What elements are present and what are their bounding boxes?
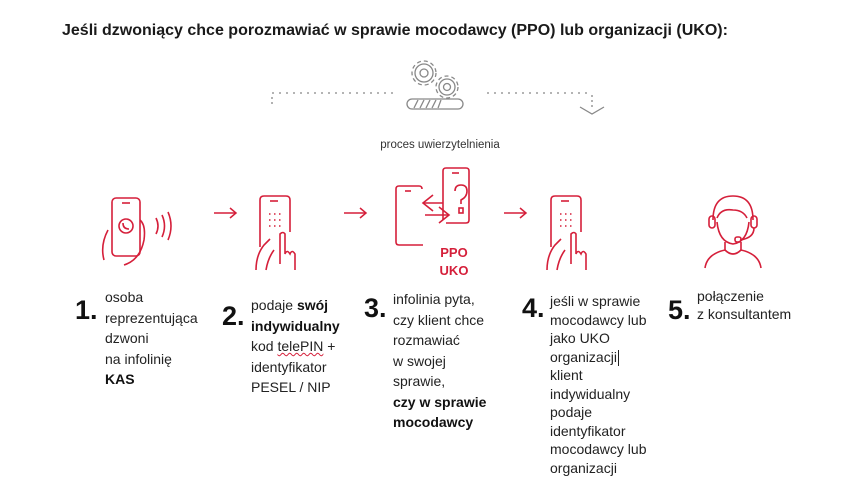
step-2-number: 2.: [222, 301, 245, 331]
process-label: proces uwierzytelnienia: [380, 139, 500, 151]
consultant-headset-icon: [704, 195, 762, 269]
phone-keypad-icon: [546, 195, 587, 271]
arrow-right-icon: [504, 207, 528, 219]
step-1-number: 1.: [75, 295, 98, 325]
ppo-label: PPO: [440, 245, 468, 260]
page-title: Jeśli dzwoniący chce porozmawiać w spraw…: [62, 22, 728, 39]
phone-keypad-icon: [255, 195, 296, 271]
step-2-text: podaje swój indywidualny kod telePIN + i…: [251, 297, 340, 395]
text-cursor: [617, 349, 619, 366]
arrow-right-icon: [344, 207, 368, 219]
uko-label: UKO: [439, 263, 469, 278]
step-3-number: 3.: [364, 293, 387, 323]
step-4-number: 4.: [522, 293, 545, 323]
gears-icon: [271, 60, 605, 115]
phone-exchange-icon: [395, 167, 470, 246]
arrow-right-icon: [214, 207, 238, 219]
step-5-number: 5.: [668, 295, 691, 325]
phone-call-icon: [101, 197, 172, 266]
